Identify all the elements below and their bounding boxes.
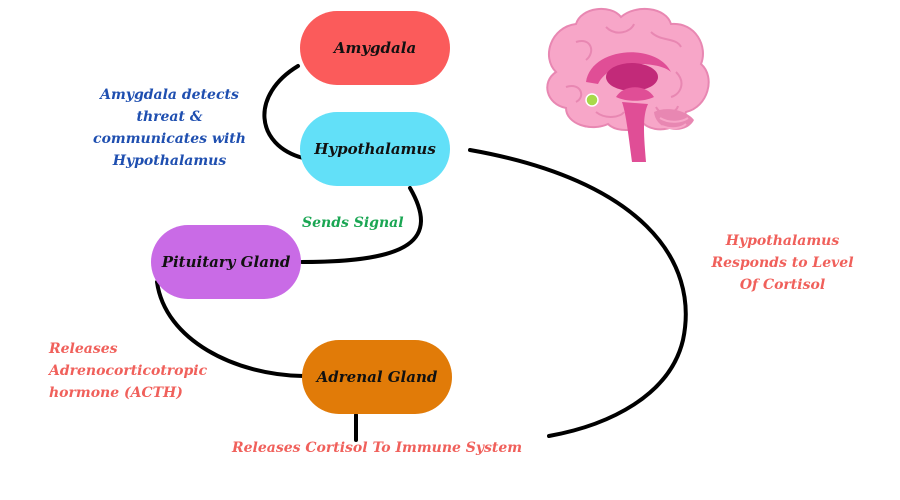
releases-acth-annotation: Releases Adrenocorticotropic hormone (AC… xyxy=(49,341,208,401)
hypothalamus-label: Hypothalamus xyxy=(314,140,436,158)
pituitary-node: Pituitary Gland xyxy=(151,225,301,299)
amygdala-label: Amygdala xyxy=(333,39,417,57)
connector-amygdala-hypothalamus xyxy=(262,64,305,160)
connector-hypothalamus-pituitary xyxy=(300,186,423,264)
amygdala-node: Amygdala xyxy=(300,11,450,85)
amygdala-detects-annotation: Amygdala detects threat & communicates w… xyxy=(93,87,246,169)
brain-icon xyxy=(546,7,710,162)
connector-pituitary-adrenal xyxy=(155,280,305,378)
hypothalamus-node: Hypothalamus xyxy=(300,112,450,186)
releases-cortisol-annotation: Releases Cortisol To Immune System xyxy=(232,440,523,456)
sends-signal-annotation: Sends Signal xyxy=(302,215,404,231)
connector-feedback-loop xyxy=(468,148,688,438)
adrenal-label: Adrenal Gland xyxy=(316,368,438,386)
pituitary-label: Pituitary Gland xyxy=(161,253,291,271)
hypothalamus-responds-annotation: Hypothalamus Responds to Level Of Cortis… xyxy=(711,233,854,293)
adrenal-node: Adrenal Gland xyxy=(302,340,452,414)
